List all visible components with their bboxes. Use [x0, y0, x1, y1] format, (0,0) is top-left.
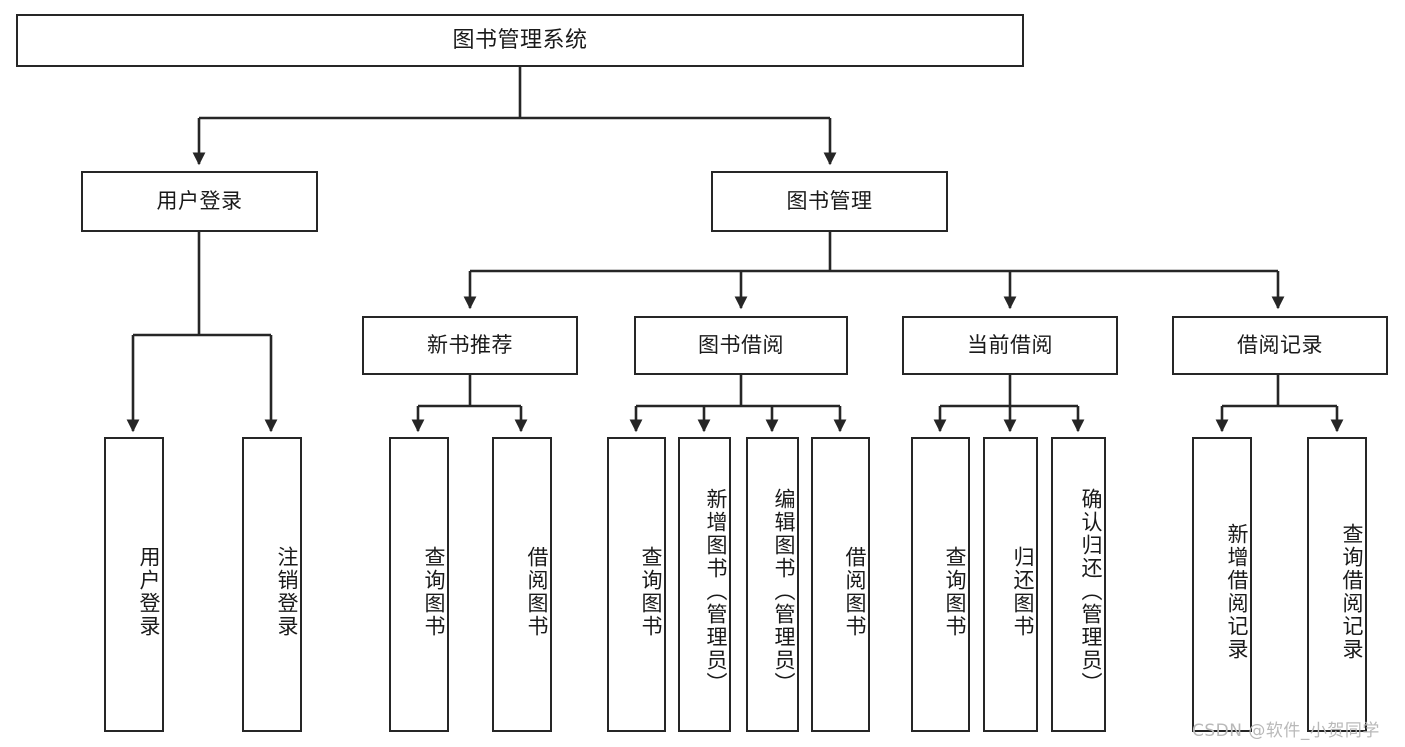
- leaf-borrow-add-book-admin[interactable]: 新增图书（管理员）: [678, 437, 731, 732]
- node-root[interactable]: 图书管理系统: [16, 14, 1024, 67]
- node-current-borrow[interactable]: 当前借阅: [902, 316, 1118, 375]
- node-new-book-recommend[interactable]: 新书推荐: [362, 316, 578, 375]
- node-borrow-records[interactable]: 借阅记录: [1172, 316, 1388, 375]
- leaf-current-confirm-return-admin[interactable]: 确认归还（管理员）: [1051, 437, 1106, 732]
- leaf-borrow-lend-book[interactable]: 借阅图书: [811, 437, 870, 732]
- leaf-new-book-query[interactable]: 查询图书: [389, 437, 449, 732]
- node-book-borrow[interactable]: 图书借阅: [634, 316, 848, 375]
- leaf-current-query-book[interactable]: 查询图书: [911, 437, 970, 732]
- leaf-record-add-borrow-record[interactable]: 新增借阅记录: [1192, 437, 1252, 732]
- leaf-new-book-borrow[interactable]: 借阅图书: [492, 437, 552, 732]
- leaf-user-login[interactable]: 用户登录: [104, 437, 164, 732]
- node-book-management[interactable]: 图书管理: [711, 171, 948, 232]
- csdn-watermark: CSDN @软件_小贺同学: [1192, 721, 1380, 741]
- leaf-current-return-book[interactable]: 归还图书: [983, 437, 1038, 732]
- node-user-login[interactable]: 用户登录: [81, 171, 318, 232]
- leaf-user-logout[interactable]: 注销登录: [242, 437, 302, 732]
- leaf-borrow-query-book[interactable]: 查询图书: [607, 437, 666, 732]
- leaf-borrow-edit-book-admin[interactable]: 编辑图书（管理员）: [746, 437, 799, 732]
- leaf-record-query-borrow-record[interactable]: 查询借阅记录: [1307, 437, 1367, 732]
